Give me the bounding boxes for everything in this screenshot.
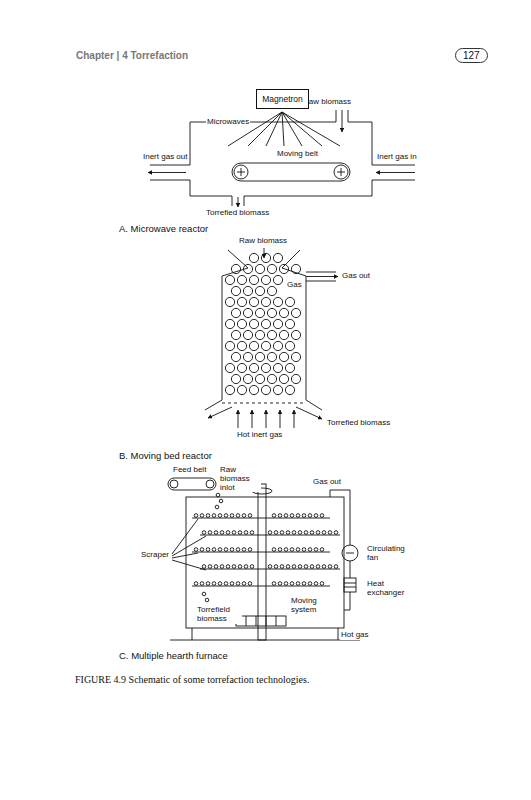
- moving-bed-reactor: [205, 248, 338, 428]
- part-label: Scraper: [140, 551, 170, 560]
- part-label: Raw biomass: [302, 98, 352, 107]
- part-label: Microwaves: [206, 118, 250, 127]
- part-label: Heat exchanger: [366, 580, 412, 598]
- figure-caption: FIGURE 4.9 Schematic of some torrefactio…: [75, 674, 309, 685]
- part-label: Inert gas in: [376, 153, 418, 162]
- part-label: Circulating fan: [366, 545, 408, 563]
- part-label: Torrefied biomass: [326, 419, 391, 428]
- part-label: Gas: [286, 281, 303, 290]
- magnetron-box: Magnetron: [256, 89, 309, 109]
- part-label: Torrefield biomass: [196, 606, 242, 624]
- running-header: Chapter | 4 Torrefaction: [75, 50, 189, 61]
- part-label: Raw biomass: [238, 237, 288, 246]
- part-label: Feed belt: [172, 466, 207, 475]
- part-label: Moving belt: [276, 150, 319, 159]
- part-label: Gas out: [341, 272, 371, 281]
- part-label: Moving system: [290, 597, 328, 615]
- part-label: Hot gas: [340, 631, 370, 640]
- part-label: Torrefied biomass: [205, 209, 270, 218]
- node-text: Magnetron: [262, 94, 303, 104]
- part-label: Hot inert gas: [236, 431, 283, 440]
- multiple-hearth-furnace: [168, 478, 360, 640]
- part-label: Inert gas out: [142, 153, 188, 162]
- part-label: Raw biomass inlot: [219, 466, 261, 492]
- part-label: Gas out: [312, 478, 342, 487]
- page-number: 127: [455, 48, 488, 63]
- panel-title: B. Moving bed reactor: [118, 451, 213, 461]
- panel-title: C. Multiple hearth furnace: [118, 651, 229, 661]
- panel-title: A. Microwave reactor: [118, 224, 209, 234]
